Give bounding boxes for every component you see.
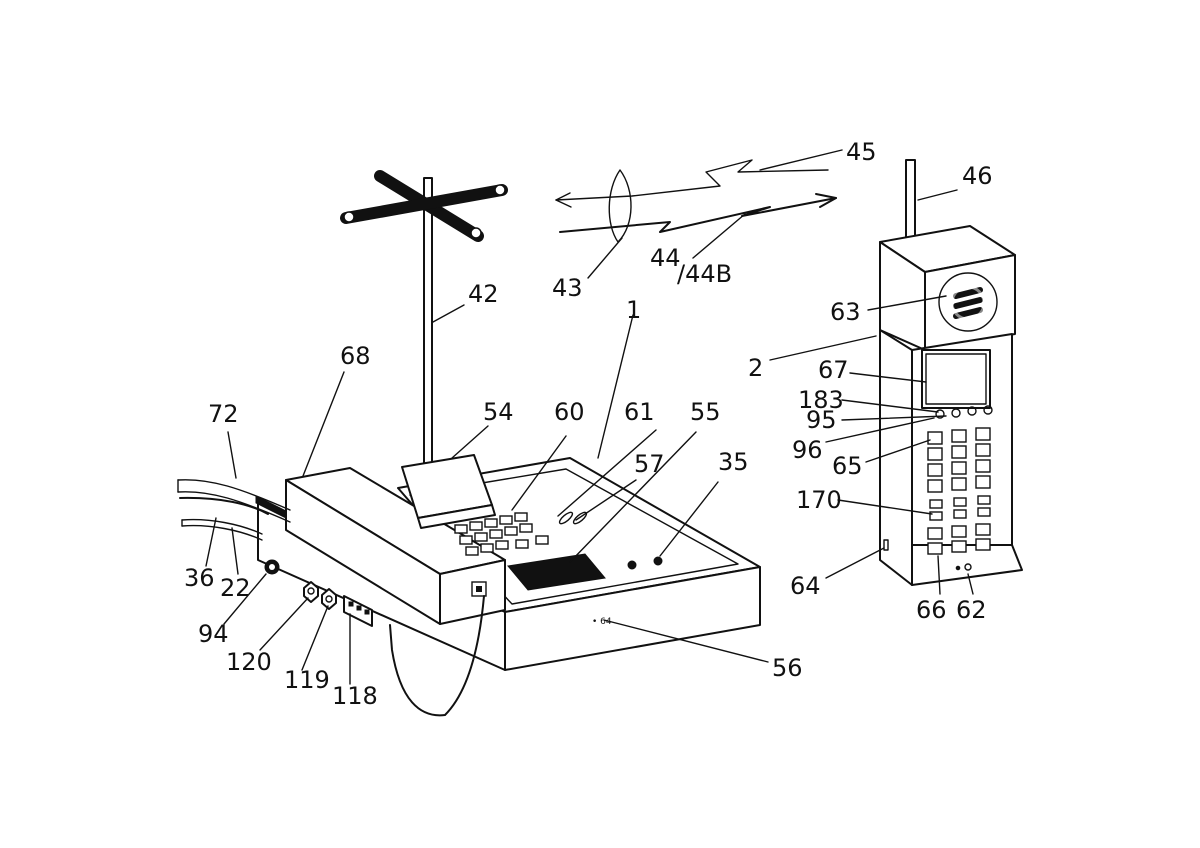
label-118: 118 (332, 682, 378, 710)
label-94: 94 (198, 620, 229, 648)
label-35: 35 (718, 448, 749, 476)
label-64: 64 (790, 572, 821, 600)
label-55: 55 (690, 398, 721, 426)
label-57: 57 (634, 450, 665, 478)
label-72: 72 (208, 400, 239, 428)
base-marking-text: • 64 (592, 617, 612, 627)
label-68: 68 (340, 342, 371, 370)
label-44: 44 (650, 244, 681, 272)
label-65: 65 (832, 452, 863, 480)
label-43: 43 (552, 274, 583, 302)
label-46: 46 (962, 162, 993, 190)
label-60: 60 (554, 398, 585, 426)
label-96: 96 (792, 436, 823, 464)
label-22: 22 (220, 574, 251, 602)
label-183: 183 (798, 386, 844, 414)
label-62: 62 (956, 596, 987, 624)
label-61: 61 (624, 398, 655, 426)
label-170: 170 (796, 486, 842, 514)
label-2: 2 (748, 354, 763, 382)
radio-signals (556, 160, 836, 242)
label-67: 67 (818, 356, 849, 384)
base-station: • 64 (178, 455, 760, 715)
label-45: 45 (846, 138, 877, 166)
label-119: 119 (284, 666, 330, 694)
label-63: 63 (830, 298, 861, 326)
handset (880, 160, 1022, 585)
label-54: 54 (483, 398, 514, 426)
label-36: 36 (184, 564, 215, 592)
label-44b: /44B (677, 260, 732, 288)
label-66: 66 (916, 596, 947, 624)
label-1: 1 (626, 296, 641, 324)
label-42: 42 (468, 280, 499, 308)
label-120: 120 (226, 648, 272, 676)
label-56: 56 (772, 654, 803, 682)
